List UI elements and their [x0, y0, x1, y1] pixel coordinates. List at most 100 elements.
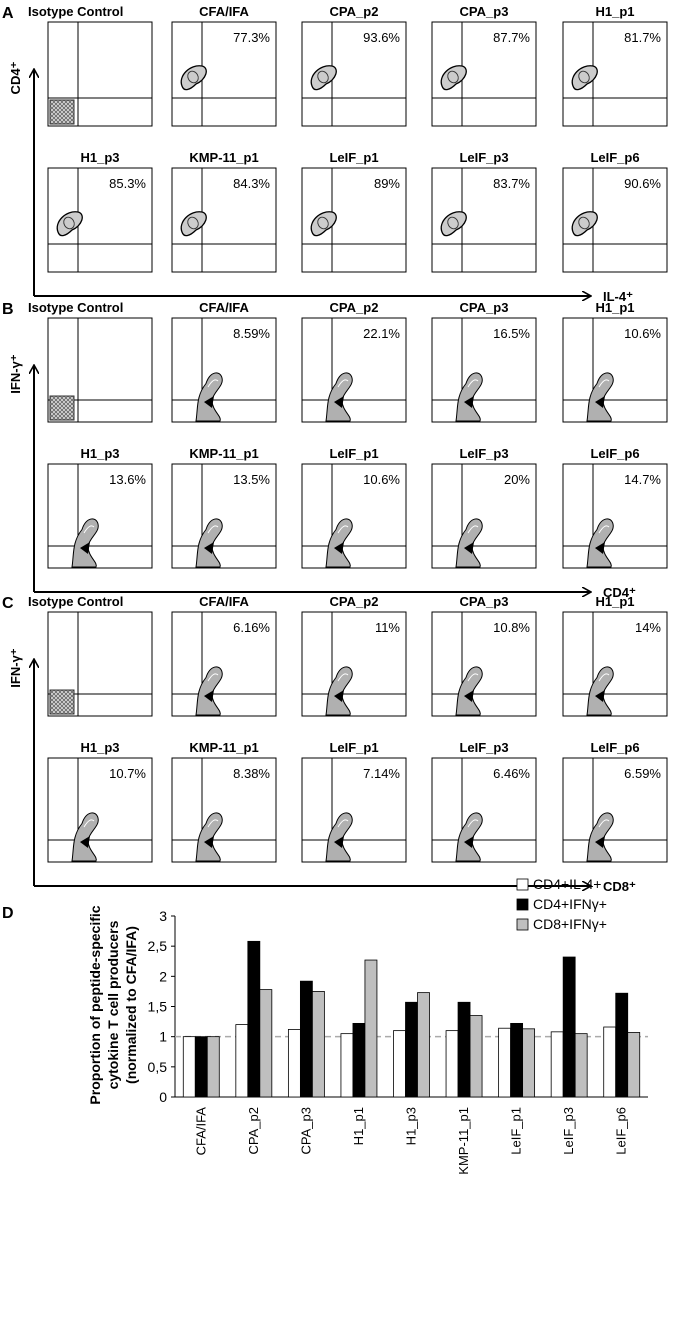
plot-title: LeIF_p6 — [590, 740, 639, 755]
bar — [352, 1022, 366, 1098]
density-contour-inner — [317, 216, 329, 230]
plot-title: H1_p3 — [80, 150, 119, 165]
density-contour — [195, 518, 223, 568]
legend-swatch — [516, 898, 529, 911]
density-contour — [325, 372, 353, 422]
x-tick-label: KMP-11_p1 — [456, 1107, 471, 1175]
percentage-label: 10.6% — [624, 326, 661, 341]
plot-title: LeIF_p3 — [459, 740, 508, 755]
facs-plot: H1_p1 10.6% — [562, 300, 668, 423]
plot-title: KMP-11_p1 — [189, 740, 258, 755]
bar — [235, 1024, 249, 1098]
percentage-label: 11% — [375, 620, 400, 635]
plot-title: H1_p1 — [595, 300, 634, 315]
density-contour-inner — [317, 70, 329, 84]
plot-title: LeIF_p1 — [329, 446, 378, 461]
bar — [550, 1031, 564, 1098]
plot-frame — [301, 611, 407, 717]
density-contour-inner — [83, 525, 95, 534]
plot-frame — [431, 463, 537, 569]
plot-title: CFA/IFA — [199, 4, 249, 19]
facs-plot: LeIF_p3 83.7% — [431, 150, 537, 273]
percentage-label: 77.3% — [233, 30, 270, 45]
x-tick-label: CFA/IFA — [193, 1107, 208, 1156]
y-axis-label: IFN-γ⁺ — [8, 354, 23, 394]
plot-title: CPA_p2 — [330, 4, 379, 19]
density-core — [80, 542, 90, 554]
plot-frame — [562, 317, 668, 423]
facs-plot: Isotype Control — [28, 594, 153, 717]
density-core — [334, 542, 344, 554]
plot-title: LeIF_p3 — [459, 446, 508, 461]
panel-letter: A — [2, 5, 14, 22]
density-core — [80, 836, 90, 848]
plot-frame — [301, 757, 407, 863]
facs-plot: LeIF_p6 6.59% — [562, 740, 668, 863]
facs-plot: CPA_p3 10.8% — [431, 594, 537, 717]
percentage-label: 13.5% — [233, 472, 270, 487]
density-contour-inner — [598, 525, 610, 534]
percentage-label: 85.3% — [109, 176, 146, 191]
plot-frame — [301, 463, 407, 569]
facs-plot: Isotype Control — [28, 300, 153, 423]
density-core — [204, 836, 214, 848]
density-contour — [455, 372, 483, 422]
facs-plot: LeIF_p6 14.7% — [562, 446, 668, 569]
plot-title: LeIF_p1 — [329, 150, 378, 165]
percentage-label: 87.7% — [493, 30, 530, 45]
density-contour — [586, 812, 614, 862]
density-contour — [586, 518, 614, 568]
facs-plot: CFA/IFA 77.3% — [171, 4, 277, 127]
panel-letter: C — [2, 595, 14, 612]
plot-title: H1_p3 — [80, 446, 119, 461]
plot-title: H1_p1 — [595, 594, 634, 609]
density-contour — [56, 211, 83, 237]
plot-title: LeIF_p6 — [590, 446, 639, 461]
plot-title: Isotype Control — [28, 594, 123, 609]
plot-title: H1_p1 — [595, 4, 634, 19]
percentage-label: 81.7% — [624, 30, 661, 45]
percentage-label: 89% — [374, 176, 400, 191]
density-contour — [571, 211, 598, 237]
plot-title: KMP-11_p1 — [189, 150, 258, 165]
plot-title: CPA_p2 — [330, 300, 379, 315]
bar — [445, 1030, 459, 1098]
density-contour-inner — [187, 70, 199, 84]
plot-frame — [171, 463, 277, 569]
density-contour — [455, 518, 483, 568]
percentage-label: 10.8% — [493, 620, 530, 635]
density-contour — [586, 666, 614, 716]
percentage-label: 10.7% — [109, 766, 146, 781]
x-axis-label: IL-4⁺ — [603, 289, 633, 304]
x-tick-label: LeIF_p1 — [509, 1107, 524, 1155]
density-contour-inner — [207, 819, 219, 828]
percentage-label: 6.59% — [624, 766, 661, 781]
isotype-density — [49, 395, 75, 421]
plot-frame — [171, 611, 277, 717]
bar — [510, 1022, 524, 1098]
percentage-label: 83.7% — [493, 176, 530, 191]
percentage-label: 14.7% — [624, 472, 661, 487]
x-axis-label: CD4⁺ — [603, 585, 636, 600]
y-tick-label: 0 — [159, 1089, 167, 1105]
legend-label: CD8+IFNγ+ — [533, 916, 607, 932]
percentage-label: 16.5% — [493, 326, 530, 341]
bar — [498, 1027, 512, 1098]
plot-title: CPA_p3 — [460, 594, 509, 609]
density-contour — [310, 65, 337, 91]
plot-frame — [171, 757, 277, 863]
bar — [627, 1032, 641, 1098]
plot-title: LeIF_p3 — [459, 150, 508, 165]
density-contour — [325, 666, 353, 716]
density-contour — [180, 211, 207, 237]
plot-title: Isotype Control — [28, 300, 123, 315]
plot-frame — [431, 611, 537, 717]
plot-title: CFA/IFA — [199, 300, 249, 315]
legend-label: CD4+IFNγ+ — [533, 896, 607, 912]
